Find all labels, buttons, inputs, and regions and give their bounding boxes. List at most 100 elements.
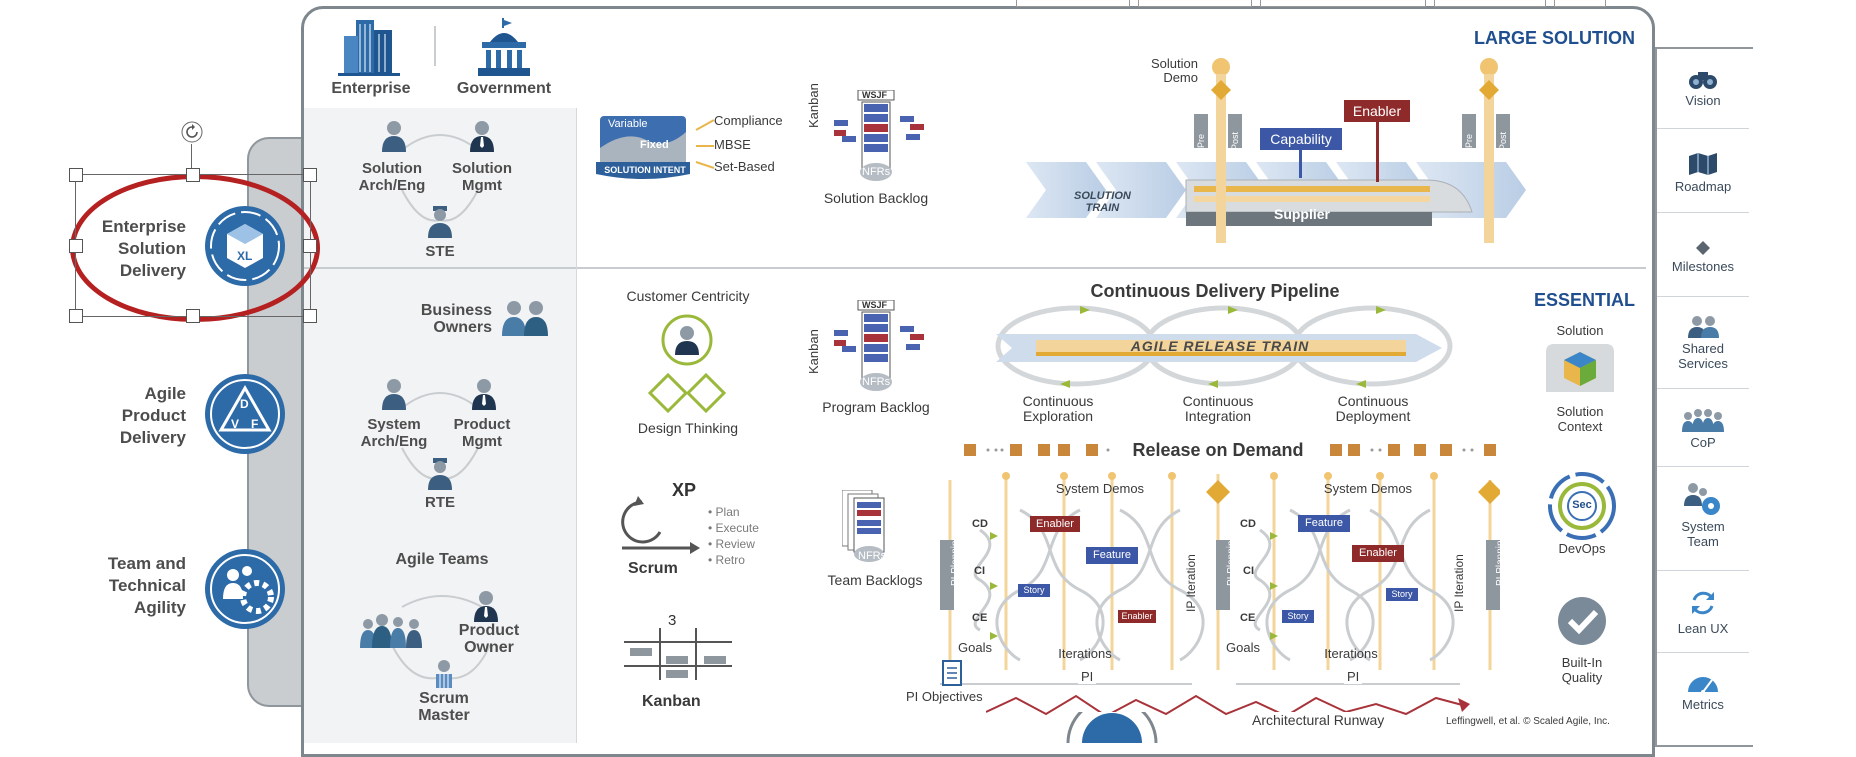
release-boxes-left [958, 442, 1114, 463]
program-backlog-label: Program Backlog [822, 399, 930, 415]
intent-variable-label: Variable [608, 118, 648, 130]
resize-handle-tl[interactable] [69, 168, 83, 182]
pi-planning-label-2: PI Planning [1226, 534, 1237, 586]
intent-banner-label: SOLUTION INTENT [604, 165, 686, 175]
resize-handle-tm[interactable] [186, 168, 200, 182]
pi-label-2: PI [1344, 669, 1363, 684]
cd-label-2: CD [1240, 518, 1256, 530]
top-icons-divider [434, 26, 436, 66]
program-backlog-icon [830, 299, 926, 396]
customer-centricity-icon [660, 313, 714, 372]
pre-label-right: Pre [1464, 133, 1475, 149]
solution-demo-pole-left [1210, 58, 1232, 243]
post-label-right: Post [1498, 131, 1509, 151]
palette-item-cop[interactable]: CoP [1657, 390, 1749, 467]
resize-handle-mr[interactable] [303, 239, 317, 253]
palette-item-metrics[interactable]: Metrics [1657, 654, 1749, 734]
enabler-stem [1376, 122, 1379, 182]
resize-handle-tr[interactable] [303, 168, 317, 182]
resize-handle-bm[interactable] [186, 309, 200, 323]
cd-label-1: CD [972, 518, 988, 530]
solution-intent-icon [596, 112, 694, 182]
story-tag-pi2-b: Story [1386, 588, 1418, 601]
pi-label-1: PI [1078, 669, 1097, 684]
solution-demo-pole-right [1478, 58, 1500, 243]
palette-label-roadmap: Roadmap [1674, 179, 1732, 194]
team-gear-icon[interactable] [203, 547, 287, 636]
system-demos-label-2: System Demos [1323, 481, 1413, 496]
devops-label: DevOps [1558, 541, 1606, 556]
svg-text:F: F [251, 417, 258, 431]
system-demos-label-1: System Demos [1055, 481, 1145, 496]
shared-services-icon [1688, 316, 1719, 338]
devops-icon [1548, 472, 1616, 545]
kanban-board-icon [624, 628, 732, 685]
resize-handle-br[interactable] [303, 309, 317, 323]
scrum-step-execute: • Execute [708, 521, 759, 535]
palette-item-milestones[interactable]: Milestones [1657, 214, 1749, 297]
team-backlogs-label: Team Backlogs [827, 572, 923, 588]
art-label: AGILE RELEASE TRAIN [1130, 338, 1310, 354]
agile-teams-label: Agile Teams [395, 551, 489, 568]
release-boxes-right [1324, 442, 1504, 463]
wsjf-label-solution: WSJF [862, 90, 888, 100]
business-owners-label: Business Owners [420, 302, 492, 336]
kanban-vertical-label-program: Kanban [806, 329, 821, 374]
post-label-left: Post [1230, 131, 1241, 151]
capability-stem [1299, 150, 1302, 178]
palette-item-vision[interactable]: Vision [1657, 52, 1749, 129]
iterations-label-1: Iterations [1058, 646, 1112, 661]
ci-label-2: CI [1243, 565, 1254, 577]
ste-label: STE [425, 243, 455, 260]
design-thinking-label: Design Thinking [637, 420, 739, 436]
palette-label-vision: Vision [1685, 93, 1721, 108]
story-tag-pi1: Story [1018, 584, 1050, 597]
scrum-master-label: Scrum Master [418, 690, 470, 724]
kanban-vertical-label-solution: Kanban [806, 83, 821, 128]
community-icon [1682, 409, 1724, 432]
palette-label-cop: CoP [1690, 435, 1716, 450]
compliance-label: Compliance [714, 113, 783, 128]
palette-label-metrics: Metrics [1682, 697, 1724, 712]
nfrs-label-solution: NFRs [862, 166, 891, 178]
ste-avatar [426, 206, 454, 243]
product-mgmt-label: Product Mgmt [453, 416, 511, 450]
cdp-step-deployment: Continuous Deployment [1335, 393, 1411, 424]
solution-arch-label: Solution Arch/Eng [358, 160, 426, 194]
solution-backlog-icon [830, 89, 926, 186]
palette-label-system-team: System Team [1681, 519, 1725, 549]
enterprise-icon [338, 16, 400, 76]
palette-item-lean-ux[interactable]: Lean UX [1657, 572, 1749, 653]
nfrs-label-program: NFRs [862, 376, 891, 388]
team-backlogs-icon [841, 489, 898, 567]
palette-item-shared-services[interactable]: Shared Services [1657, 298, 1749, 389]
rotate-handle-icon[interactable] [180, 120, 204, 149]
left-item-agile-product-delivery-label[interactable]: Agile Product Delivery [119, 384, 186, 447]
enabler-tag-large: Enabler [1344, 100, 1410, 122]
selection-box[interactable] [75, 174, 311, 317]
palette-item-system-team[interactable]: System Team [1657, 468, 1749, 571]
pi-planning-label-1: PI Planning [950, 534, 961, 586]
set-based-label: Set-Based [714, 159, 775, 174]
scrum-step-review: • Review [708, 537, 755, 551]
resize-handle-bl[interactable] [69, 309, 83, 323]
intent-connectors [694, 116, 718, 181]
wsjf-label-program: WSJF [862, 300, 888, 310]
story-tag-pi2-a: Story [1282, 610, 1314, 623]
palette-item-roadmap[interactable]: Roadmap [1657, 130, 1749, 213]
svg-text:V: V [231, 417, 239, 431]
enterprise-label: Enterprise [331, 80, 411, 97]
palette-label-shared-services: Shared Services [1678, 341, 1728, 371]
business-owners-icon [500, 300, 552, 341]
ce-label-2: CE [1240, 612, 1256, 624]
enabler-small-tag-pi1: Enabler [1118, 610, 1156, 623]
solution-context-label: Solution Context [1556, 404, 1604, 434]
pi-planning-label-3: PI Planning [1495, 534, 1506, 586]
level-divider [304, 267, 1646, 269]
capability-tag: Capability [1260, 128, 1342, 150]
left-item-team-technical-agility-label[interactable]: Team and Technical Agility [107, 554, 186, 617]
resize-handle-ml[interactable] [69, 239, 83, 253]
built-in-quality-icon [1556, 595, 1608, 652]
cdp-step-integration: Continuous Integration [1182, 393, 1254, 424]
